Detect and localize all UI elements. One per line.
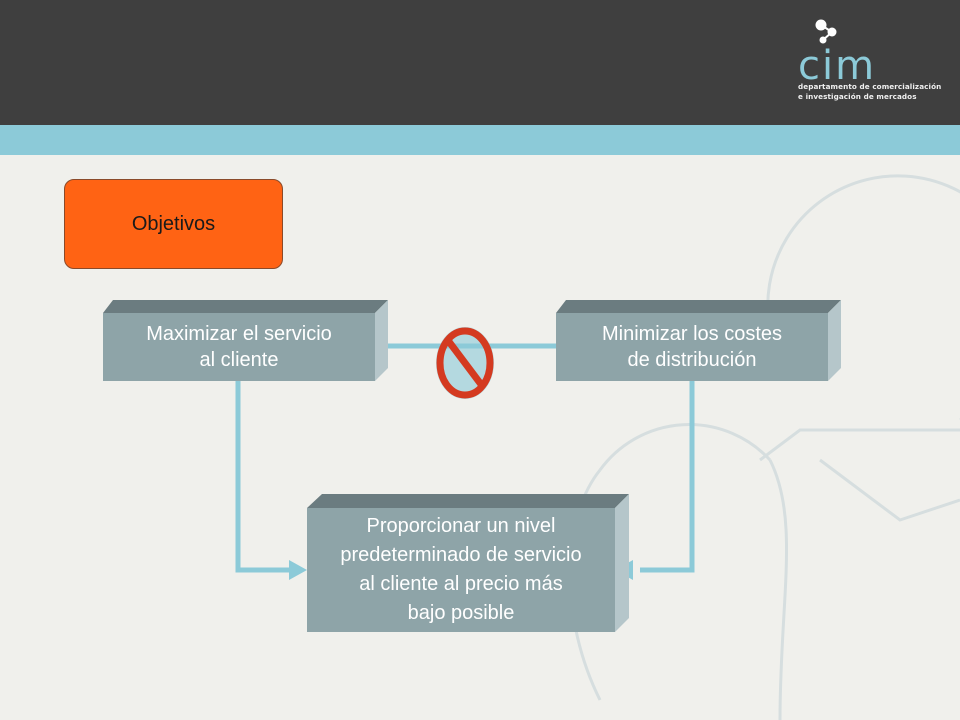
logo-dots-icon: [815, 19, 837, 44]
balanced-goal-line2: predeterminado de servicio: [340, 544, 582, 566]
balanced-goal-line4: bajo posible: [407, 602, 515, 624]
arrow-head-left: [289, 560, 307, 580]
prohibited-icon: [436, 327, 494, 399]
logo-wordmark: cim: [798, 43, 877, 89]
objectives-box: Objetivos: [64, 179, 283, 269]
accent-band: [0, 125, 960, 155]
maximize-service-text: Maximizar el servicio al cliente: [103, 313, 375, 381]
maximize-service-line1: Maximizar el servicio: [146, 323, 332, 345]
box-minimize-costs: [556, 300, 841, 381]
maximize-service-line2: al cliente: [199, 349, 279, 371]
box-maximize-service: [103, 300, 388, 381]
balanced-goal-line1: Proporcionar un nivel: [366, 515, 556, 537]
minimize-costs-line2: de distribución: [627, 349, 757, 371]
balanced-goal-text: Proporcionar un nivel predeterminado de …: [307, 508, 615, 632]
minimize-costs-text: Minimizar los costes de distribución: [556, 313, 828, 381]
box-balanced-goal: [307, 494, 629, 632]
cim-logo: cim departamento de comercialización e i…: [798, 18, 948, 113]
logo-subtitle-line1: departamento de comercialización: [798, 82, 942, 91]
minimize-costs-line1: Minimizar los costes: [601, 323, 783, 345]
header-bar: [0, 0, 960, 125]
logo-subtitle-line2: e investigación de mercados: [798, 92, 917, 101]
logo-subtitle: departamento de comercialización e inves…: [798, 82, 948, 102]
balanced-goal-line3: al cliente al precio más: [359, 573, 563, 595]
background-decoration: [568, 174, 960, 720]
